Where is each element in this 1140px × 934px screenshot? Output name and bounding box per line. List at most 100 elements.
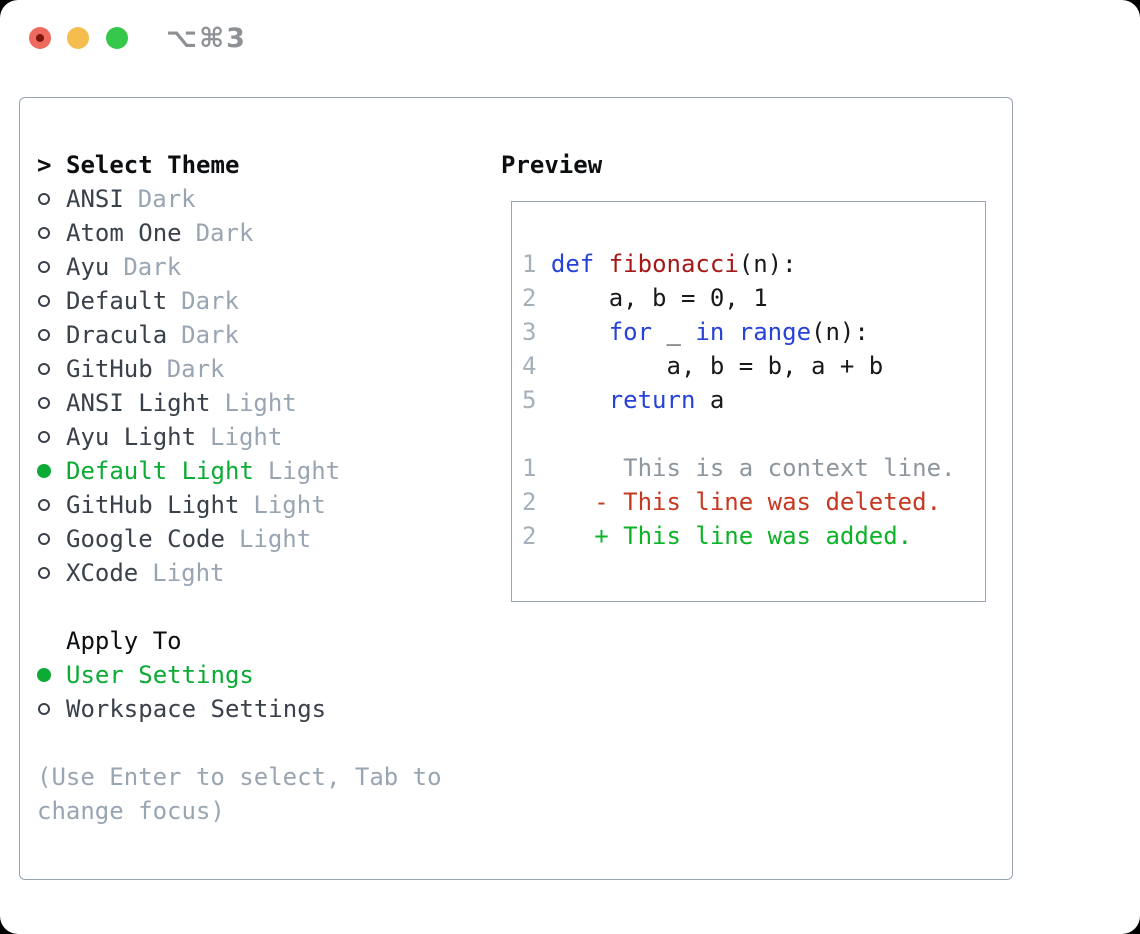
code-line: 1 This is a context line. [522, 451, 979, 485]
marker-placeholder [37, 624, 66, 658]
item-label: Dracula [66, 321, 168, 349]
theme-item[interactable]: Atom One Dark [37, 216, 442, 250]
selection-cursor: > [37, 151, 52, 179]
item-label: Ayu Light [66, 423, 197, 451]
item-variant-label: Light [267, 457, 341, 485]
item-label: Ayu [66, 253, 110, 281]
keyboard-hint-line2: change focus) [37, 797, 225, 825]
apply-to-title: Apply To [66, 627, 182, 655]
radio-icon [38, 227, 50, 239]
item-label: XCode [66, 559, 139, 587]
code-line: 2 - This line was deleted. [522, 485, 979, 519]
item-variant-label: Light [152, 559, 225, 587]
code-segment [536, 386, 608, 414]
item-label: User Settings [66, 661, 254, 689]
marker [37, 658, 66, 692]
item-label: ANSI [66, 185, 124, 213]
radio-icon [38, 533, 50, 545]
marker [37, 250, 66, 284]
item-label: Atom One [66, 219, 182, 247]
radio-icon [38, 329, 50, 341]
select-theme-header: > Select Theme [37, 148, 442, 182]
radio-icon [38, 363, 50, 375]
radio-icon [38, 193, 50, 205]
keyboard-hint-line1: (Use Enter to select, Tab to [37, 763, 442, 791]
radio-selected-icon [37, 464, 51, 478]
theme-item[interactable]: ANSI Dark [37, 182, 442, 216]
marker [37, 182, 66, 216]
code-segment [536, 250, 550, 278]
code-line: 1 def fibonacci(n): [522, 247, 979, 281]
item-variant-label: Light [253, 491, 326, 519]
item-label: Default [66, 287, 168, 315]
theme-item[interactable]: XCode Light [37, 556, 442, 590]
radio-icon [38, 499, 50, 511]
item-variant-label: Light [238, 525, 312, 553]
line-number: 1 [522, 454, 537, 482]
code-segment: This is a context line. [536, 454, 956, 482]
radio-icon [38, 431, 50, 443]
code-segment [536, 488, 594, 516]
code-line: 2 a, b = 0, 1 [522, 281, 979, 315]
theme-item[interactable]: Default Dark [37, 284, 442, 318]
select-theme-title: Select Theme [66, 151, 240, 179]
code-line: 3 for _ in range(n): [522, 315, 979, 349]
theme-item[interactable]: Default Light Light [37, 454, 442, 488]
item-variant-label: Light [224, 389, 297, 417]
code-segment: range [738, 318, 812, 346]
minimize-button[interactable] [67, 27, 89, 49]
item-variant-label: Dark [166, 355, 225, 383]
radio-icon [38, 567, 50, 579]
code-segment: (n): [738, 250, 797, 278]
code-segment: - This line was deleted. [594, 488, 942, 516]
code-segment: for [608, 318, 653, 346]
code-segment: in [695, 318, 725, 346]
code-segment: a, b = 0, 1 [536, 284, 768, 312]
radio-icon [38, 397, 50, 409]
item-label: Workspace Settings [66, 695, 327, 723]
window-title: ⌥⌘3 [166, 23, 247, 54]
item-variant-label: Dark [181, 321, 239, 349]
item-label: Google Code [66, 525, 225, 553]
code-segment [594, 250, 608, 278]
marker [37, 488, 66, 522]
line-number: 2 [522, 488, 537, 516]
marker [37, 284, 66, 318]
marker [37, 216, 66, 250]
item-variant-label: Dark [195, 219, 254, 247]
code-line: 5 return a [522, 383, 979, 417]
marker [37, 522, 66, 556]
apply-to-option[interactable]: User Settings [37, 658, 442, 692]
theme-item[interactable]: Dracula Dark [37, 318, 442, 352]
line-number: 3 [522, 318, 537, 346]
radio-icon [38, 295, 50, 307]
theme-item[interactable]: Google Code Light [37, 522, 442, 556]
code-segment: + This line was added. [594, 522, 913, 550]
item-variant-label: Dark [181, 287, 239, 315]
line-number: 2 [522, 522, 537, 550]
item-label: Default Light [66, 457, 254, 485]
code-segment: (n): [811, 318, 869, 346]
radio-icon [38, 261, 50, 273]
zoom-button[interactable] [106, 27, 128, 49]
code-segment: a, b = b, a + b [536, 352, 884, 380]
item-variant-label: Dark [137, 185, 196, 213]
apply-to-option[interactable]: Workspace Settings [37, 692, 442, 726]
code-segment: fibonacci [608, 250, 739, 278]
radio-selected-icon [37, 668, 51, 682]
marker [37, 556, 66, 590]
code-line: 2 + This line was added. [522, 519, 979, 553]
spacer-row [37, 726, 442, 760]
code-segment [536, 318, 608, 346]
marker [37, 692, 66, 726]
close-button[interactable] [29, 27, 51, 49]
